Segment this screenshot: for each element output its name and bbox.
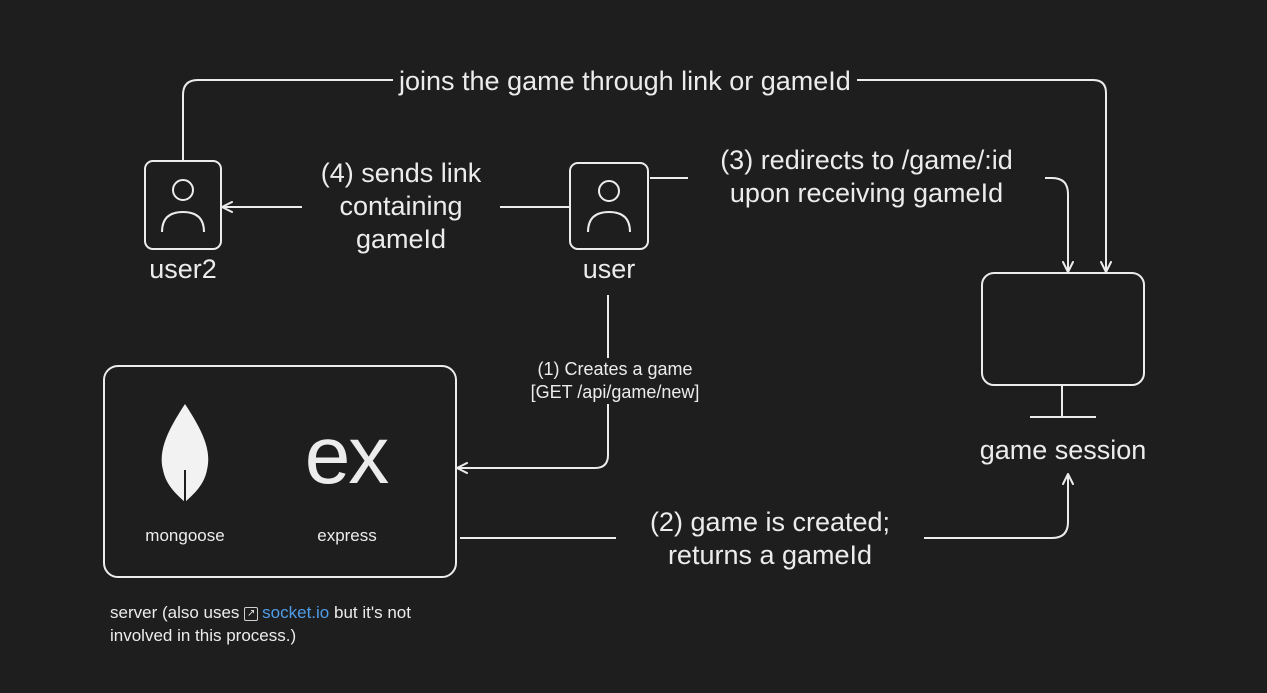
created-arrow <box>460 473 1074 539</box>
redirects-label: (3) redirects to /game/:id upon receivin… <box>688 144 1045 210</box>
server-note-line2: involved in this process.) <box>110 626 297 645</box>
express-logo: ex <box>304 410 390 501</box>
express-label: express <box>317 526 377 545</box>
game-session-label: game session <box>979 435 1147 465</box>
mongoose-leaf-icon <box>161 404 209 508</box>
joins-label: joins the game through link or gameId <box>393 65 857 98</box>
creates-label: (1) Creates a game [GET /api/game/new] <box>504 358 726 404</box>
external-link-icon: ↗ <box>244 606 259 621</box>
user2-icon <box>144 160 222 250</box>
server-box <box>103 365 457 578</box>
created-label: (2) game is created; returns a gameId <box>616 506 924 572</box>
user-label: user <box>582 254 636 284</box>
monitor-icon <box>981 272 1145 418</box>
redirects-arrow <box>650 177 1074 273</box>
user2-label: user2 <box>149 254 217 284</box>
creates-arrow <box>456 295 609 474</box>
server-note: server (also uses ↗socket.io but it's no… <box>110 601 411 647</box>
server-note-prefix: server (also uses <box>110 603 240 622</box>
socketio-link[interactable]: socket.io <box>262 603 330 622</box>
user-icon <box>569 162 649 250</box>
sends-link-label: (4) sends link containing gameId <box>302 157 500 256</box>
server-note-suffix: but it's not <box>334 603 411 622</box>
mongoose-label: mongoose <box>145 526 225 545</box>
